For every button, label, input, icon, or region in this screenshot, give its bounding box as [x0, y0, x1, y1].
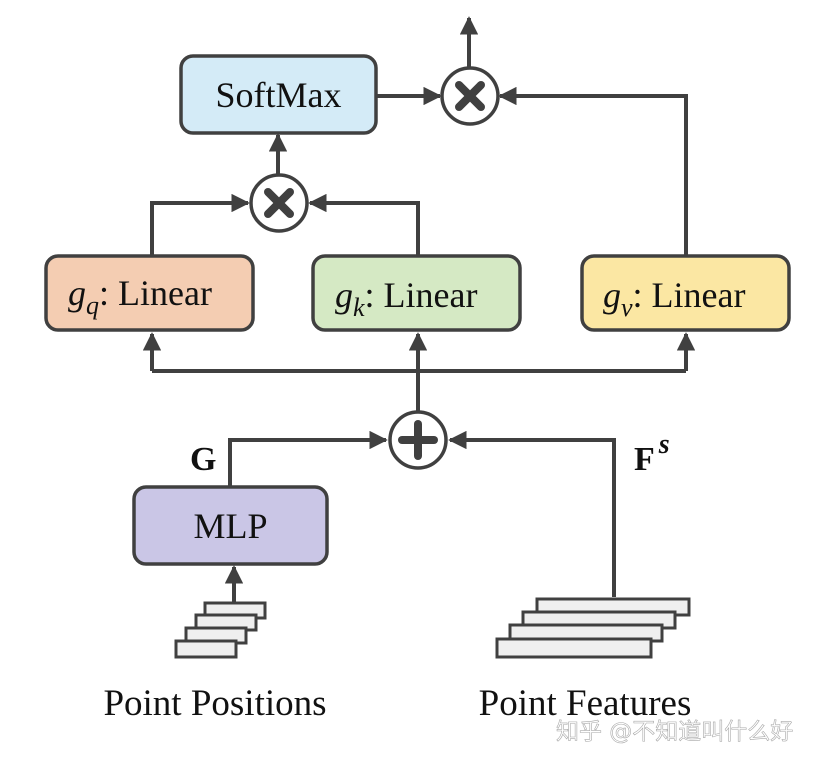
gq-symbol: g: [68, 273, 86, 313]
gv-linear-box: gv: Linear: [580, 254, 791, 332]
connectors: [142, 16, 696, 602]
multiply-mid-operator: [249, 173, 309, 233]
add-operator: [388, 410, 448, 470]
gq-linear-box: gq: Linear: [44, 254, 255, 332]
gv-label: gv: Linear: [603, 275, 746, 322]
plus-icon: [398, 420, 438, 460]
fs-label-sup: s: [658, 429, 670, 460]
softmax-box: SoftMax: [179, 54, 378, 135]
gk-subscript: k: [353, 293, 365, 322]
gv-symbol: g: [603, 275, 621, 315]
softmax-box-rect: [179, 54, 378, 135]
point-features-stack: [495, 597, 691, 659]
features-to-add-arrow: [448, 430, 616, 597]
gk-label: gk: Linear: [335, 275, 478, 322]
fs-label-main: F: [634, 441, 655, 478]
multiply-top-operator: [440, 66, 500, 126]
gk-text: : Linear: [365, 275, 478, 315]
gk-to-mult-arrow: [308, 193, 420, 255]
softmax-label: SoftMax: [216, 75, 342, 115]
multiply-icon: [455, 81, 485, 111]
mlp-label: MLP: [193, 506, 267, 546]
multiply-icon: [264, 188, 294, 218]
gq-label: gq: Linear: [68, 273, 212, 320]
gq-text: : Linear: [99, 273, 212, 313]
point-positions-stack: [174, 601, 267, 659]
gv-subscript: v: [621, 293, 633, 322]
gv-text: : Linear: [633, 275, 746, 315]
gk-linear-box: gk: Linear: [311, 254, 522, 332]
mlp-to-add-arrow: [228, 430, 388, 486]
gv-box-rect: [580, 254, 791, 332]
g-label: G: [190, 441, 216, 478]
point-positions-label: Point Positions: [103, 683, 326, 724]
gv-to-mult-arrow: [498, 86, 688, 255]
gq-box-rect: [44, 254, 255, 332]
gq-to-mult-arrow: [150, 193, 250, 255]
mlp-box-rect: [132, 485, 329, 566]
gq-subscript: q: [86, 291, 99, 320]
point-features-label: Point Features: [479, 683, 692, 724]
gk-box-rect: [311, 254, 522, 332]
gk-symbol: g: [335, 275, 353, 315]
watermark-text: 知乎 @不知道叫什么好: [556, 719, 793, 745]
mlp-box: MLP: [132, 485, 329, 566]
